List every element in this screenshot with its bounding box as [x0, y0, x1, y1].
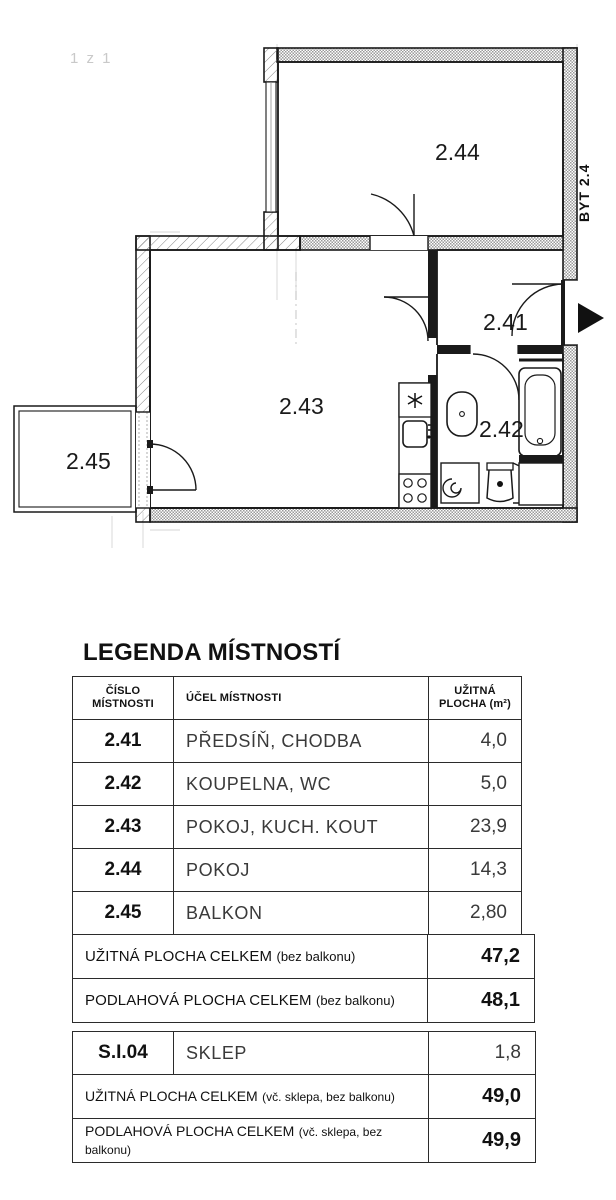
total-label: UŽITNÁ PLOCHA CELKEM	[85, 947, 273, 965]
cell-room-purpose: POKOJ, KUCH. KOUT	[173, 805, 429, 849]
cell-room-area: 23,9	[428, 805, 522, 849]
total-label-cell: PODLAHOVÁ PLOCHA CELKEM (bez balkonu)	[72, 978, 428, 1023]
header-room-number: ČÍSLO MÍSTNOSTI	[72, 676, 174, 720]
cell-room-purpose: BALKON	[173, 891, 429, 935]
table-row: 2.44 POKOJ 14,3	[72, 848, 522, 892]
total-label-cell: UŽITNÁ PLOCHA CELKEM (bez balkonu)	[72, 934, 428, 979]
unit-label: BYT 2.4	[576, 163, 592, 222]
entrance-door-swing	[511, 283, 564, 337]
door-2-42	[472, 353, 520, 401]
legend-title: LEGENDA MÍSTNOSTÍ	[83, 639, 341, 666]
cell-cellar-area: 1,8	[428, 1031, 536, 1075]
cell-room-purpose: POKOJ	[173, 848, 429, 892]
total-row: UŽITNÁ PLOCHA CELKEM (bez balkonu) 47,2	[72, 934, 535, 979]
total-value: 47,2	[427, 934, 535, 979]
total-row: PODLAHOVÁ PLOCHA CELKEM (vč. sklepa, bez…	[72, 1118, 536, 1163]
cell-cellar-number: S.I.04	[72, 1031, 174, 1075]
total-value: 48,1	[427, 978, 535, 1023]
cell-room-purpose: PŘEDSÍŇ, CHODBA	[173, 719, 429, 763]
door-2-44	[370, 193, 415, 237]
header-room-area-line1: UŽITNÁ	[454, 685, 496, 697]
table-row: 2.41 PŘEDSÍŇ, CHODBA 4,0	[72, 719, 522, 763]
cell-room-number: 2.43	[72, 805, 174, 849]
cell-room-purpose: KOUPELNA, WC	[173, 762, 429, 806]
total-label: PODLAHOVÁ PLOCHA CELKEM	[85, 991, 312, 1009]
cell-room-number: 2.42	[72, 762, 174, 806]
totals-table: UŽITNÁ PLOCHA CELKEM (bez balkonu) 47,2 …	[72, 934, 535, 1023]
cell-room-area: 5,0	[428, 762, 522, 806]
cell-cellar-purpose: SKLEP	[173, 1031, 429, 1075]
kitchen-sink-icon	[402, 420, 434, 448]
cell-room-number: 2.41	[72, 719, 174, 763]
bathtub-icon	[518, 367, 562, 457]
cellar-table: S.I.04 SKLEP 1,8 UŽITNÁ PLOCHA CELKEM (v…	[72, 1031, 536, 1163]
kitchen-star-icon	[407, 393, 423, 408]
table-header-row: ČÍSLO MÍSTNOSTI ÚČEL MÍSTNOSTI UŽITNÁ PL…	[72, 676, 522, 720]
total-label-cell: PODLAHOVÁ PLOCHA CELKEM (vč. sklepa, bez…	[72, 1118, 429, 1163]
door-2-43-hall	[383, 296, 429, 342]
table-row: 2.42 KOUPELNA, WC 5,0	[72, 762, 522, 806]
room-label-2-45: 2.45	[66, 448, 111, 474]
total-note: (bez balkonu)	[276, 948, 356, 964]
entrance-arrow-icon	[578, 303, 604, 333]
room-label-2-43: 2.43	[279, 393, 324, 419]
total-row: UŽITNÁ PLOCHA CELKEM (vč. sklepa, bez ba…	[72, 1074, 536, 1119]
kitchen-hob-icon	[398, 473, 432, 509]
total-note: (vč. sklepa, bez balkonu)	[85, 1124, 383, 1157]
header-room-number-line2: MÍSTNOSTI	[92, 698, 154, 710]
door-2-45	[149, 443, 197, 491]
total-value: 49,9	[428, 1118, 536, 1163]
table-row: S.I.04 SKLEP 1,8	[72, 1031, 536, 1075]
header-room-area-line2: PLOCHA (m²)	[438, 698, 512, 710]
cell-room-area: 4,0	[428, 719, 522, 763]
room-label-2-42: 2.42	[479, 416, 524, 442]
washing-machine-icon	[440, 462, 480, 504]
bathroom-washbasin-icon	[446, 391, 478, 437]
table-row: 2.45 BALKON 2,80	[72, 891, 522, 935]
cell-room-area: 2,80	[428, 891, 522, 935]
total-note: (bez balkonu)	[316, 992, 395, 1008]
floor-plan-drawing	[13, 44, 604, 548]
toilet-icon	[486, 462, 514, 503]
header-room-number-line1: ČÍSLO	[105, 685, 141, 697]
table-row: 2.43 POKOJ, KUCH. KOUT 23,9	[72, 805, 522, 849]
total-label-cell: UŽITNÁ PLOCHA CELKEM (vč. sklepa, bez ba…	[72, 1074, 429, 1119]
header-room-area: UŽITNÁ PLOCHA (m²)	[428, 676, 522, 720]
header-room-purpose: ÚČEL MÍSTNOSTI	[173, 676, 429, 720]
total-label: PODLAHOVÁ PLOCHA CELKEM	[85, 1122, 295, 1139]
room-label-2-44: 2.44	[435, 139, 480, 165]
cell-room-number: 2.45	[72, 891, 174, 935]
total-note: (vč. sklepa, bez balkonu)	[262, 1089, 395, 1104]
total-value: 49,0	[428, 1074, 536, 1119]
page-counter: 1 z 1	[70, 50, 113, 67]
rooms-legend-table: ČÍSLO MÍSTNOSTI ÚČEL MÍSTNOSTI UŽITNÁ PL…	[72, 676, 522, 935]
total-label: UŽITNÁ PLOCHA CELKEM	[85, 1087, 258, 1104]
cell-room-number: 2.44	[72, 848, 174, 892]
cell-room-area: 14,3	[428, 848, 522, 892]
total-row: PODLAHOVÁ PLOCHA CELKEM (bez balkonu) 48…	[72, 978, 535, 1023]
room-label-2-41: 2.41	[483, 309, 528, 335]
